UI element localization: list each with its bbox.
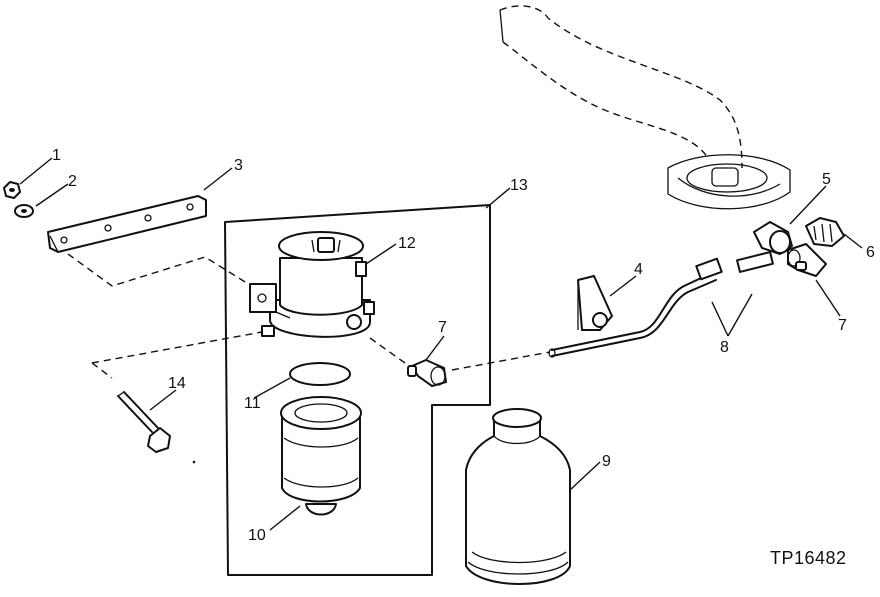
filter-element-part-10	[280, 396, 362, 516]
intake-elbow-dashed	[499, 5, 791, 210]
fitting-part-6	[805, 217, 845, 247]
o-ring-part-11	[289, 362, 351, 386]
clamp-part-4	[577, 275, 613, 331]
callout-11: 11	[244, 395, 261, 412]
callout-13: 13	[510, 177, 528, 194]
alignment-line-bolt	[91, 331, 263, 364]
fuel-line-part-8	[548, 251, 774, 358]
elbow-fitting-part-7-left	[369, 337, 447, 387]
bracket-strap-part-3	[47, 195, 207, 253]
callout-8: 8	[720, 339, 729, 356]
callout-3: 3	[234, 157, 243, 174]
alignment-line-strap	[67, 253, 251, 287]
plug-part-5	[753, 221, 793, 255]
elbow-fitting-part-7-right	[787, 243, 827, 277]
callout-1: 1	[52, 147, 61, 164]
washer-part-2	[14, 204, 34, 218]
callout-10: 10	[248, 527, 266, 544]
alignment-line-fuel	[451, 351, 551, 371]
callout-6: 6	[866, 244, 875, 261]
callout-5: 5	[822, 171, 831, 188]
callout-9: 9	[602, 453, 611, 470]
filter-head-part-12	[249, 231, 375, 338]
leader-lines	[19, 157, 863, 531]
figure-id: TP16482	[770, 548, 847, 568]
alignment-line-bolt-lower	[91, 362, 113, 379]
callout-14: 14	[168, 375, 186, 392]
filter-bowl-part-9	[465, 408, 571, 585]
callout-7-right: 7	[838, 317, 847, 334]
callout-12: 12	[398, 235, 416, 252]
nut-part-1	[3, 181, 21, 199]
callout-2: 2	[68, 173, 77, 190]
callout-7-left: 7	[438, 319, 447, 336]
bolt-part-14	[117, 391, 171, 453]
callout-4: 4	[634, 261, 643, 278]
ink-dot	[192, 460, 196, 464]
